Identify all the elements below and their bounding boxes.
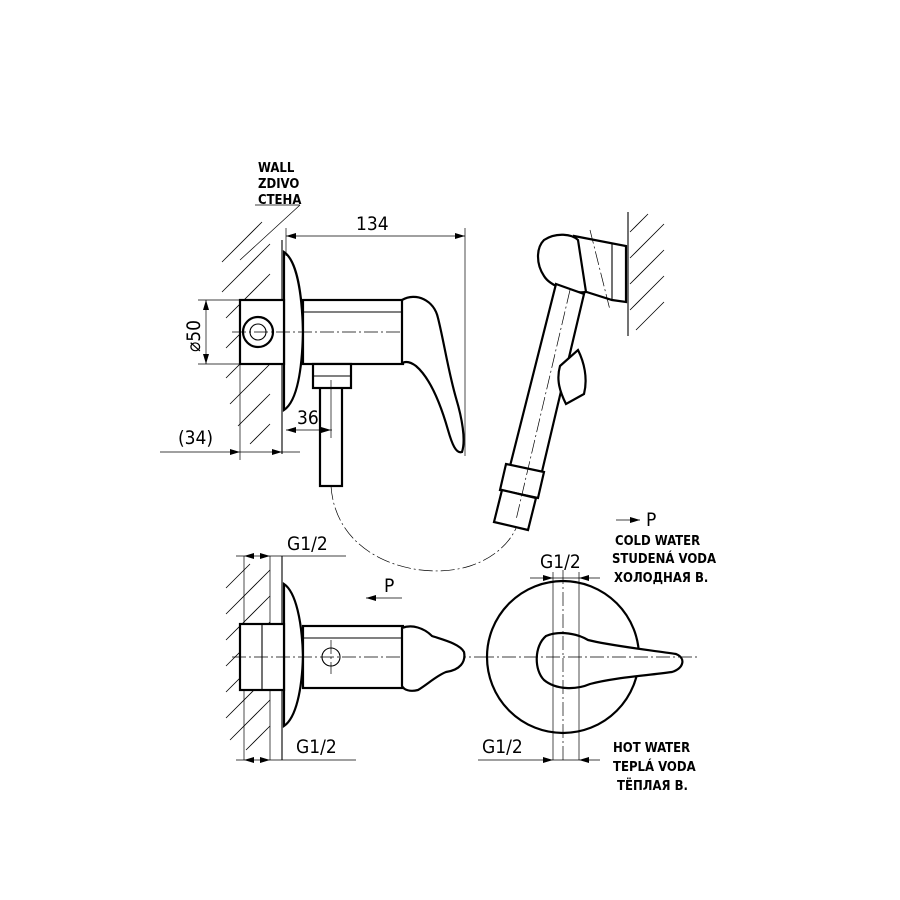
hot-label-cz: TEPLÁ VODA — [613, 759, 696, 775]
cold-label-ru: ХОЛОДНАЯ В. — [614, 571, 708, 586]
side-view-mixer — [221, 204, 465, 488]
cold-label-en: COLD WATER — [615, 534, 700, 549]
side-view-bottom: P — [225, 556, 480, 760]
dim-36: 36 — [286, 380, 332, 438]
dim-g12-bottom-left-label: G1/2 — [296, 736, 337, 758]
dim-diameter-50: ⌀50 — [183, 299, 242, 365]
cold-water-label: COLD WATER STUDENÁ VODA ХОЛОДНАЯ В. — [612, 534, 716, 586]
wall-label-ru: СТЕНА — [258, 193, 301, 208]
dim-g12-top-right: G1/2 — [530, 551, 600, 581]
p-label-top: P — [646, 509, 656, 531]
wall-hatch-right — [629, 213, 665, 331]
dim-g12-top-right-label: G1/2 — [540, 551, 581, 573]
hot-label-ru: ТЁПЛАЯ В. — [617, 778, 688, 794]
dim-g12-bottom-right: G1/2 — [478, 736, 600, 763]
dim-34-label: (34) — [178, 427, 213, 449]
dim-36-label: 36 — [297, 407, 319, 429]
p-arrow-top: P — [616, 509, 656, 531]
dim-134: 134 — [285, 213, 466, 456]
dim-g12-bottom-right-label: G1/2 — [482, 736, 523, 758]
dim-diameter-50-label: ⌀50 — [183, 320, 205, 352]
hose-path — [330, 485, 521, 572]
wall-label: WALL ZDIVO СТЕНА — [258, 161, 301, 208]
dim-g12-bottom-left: G1/2 — [236, 736, 356, 763]
dim-g12-top-left-label: G1/2 — [287, 533, 328, 555]
cold-label-cz: STUDENÁ VODA — [612, 551, 716, 567]
wall-label-en: WALL — [258, 161, 295, 176]
dim-34: (34) — [160, 362, 300, 460]
hot-label-en: HOT WATER — [613, 741, 690, 756]
front-view — [480, 570, 700, 760]
p-label-bottom: P — [384, 575, 394, 597]
hot-water-label: HOT WATER TEPLÁ VODA ТЁПЛАЯ В. — [613, 741, 696, 794]
hand-shower — [492, 212, 665, 532]
wall-label-cz: ZDIVO — [258, 177, 299, 192]
dim-g12-top-left: G1/2 — [236, 533, 346, 559]
dim-134-label: 134 — [356, 213, 389, 235]
